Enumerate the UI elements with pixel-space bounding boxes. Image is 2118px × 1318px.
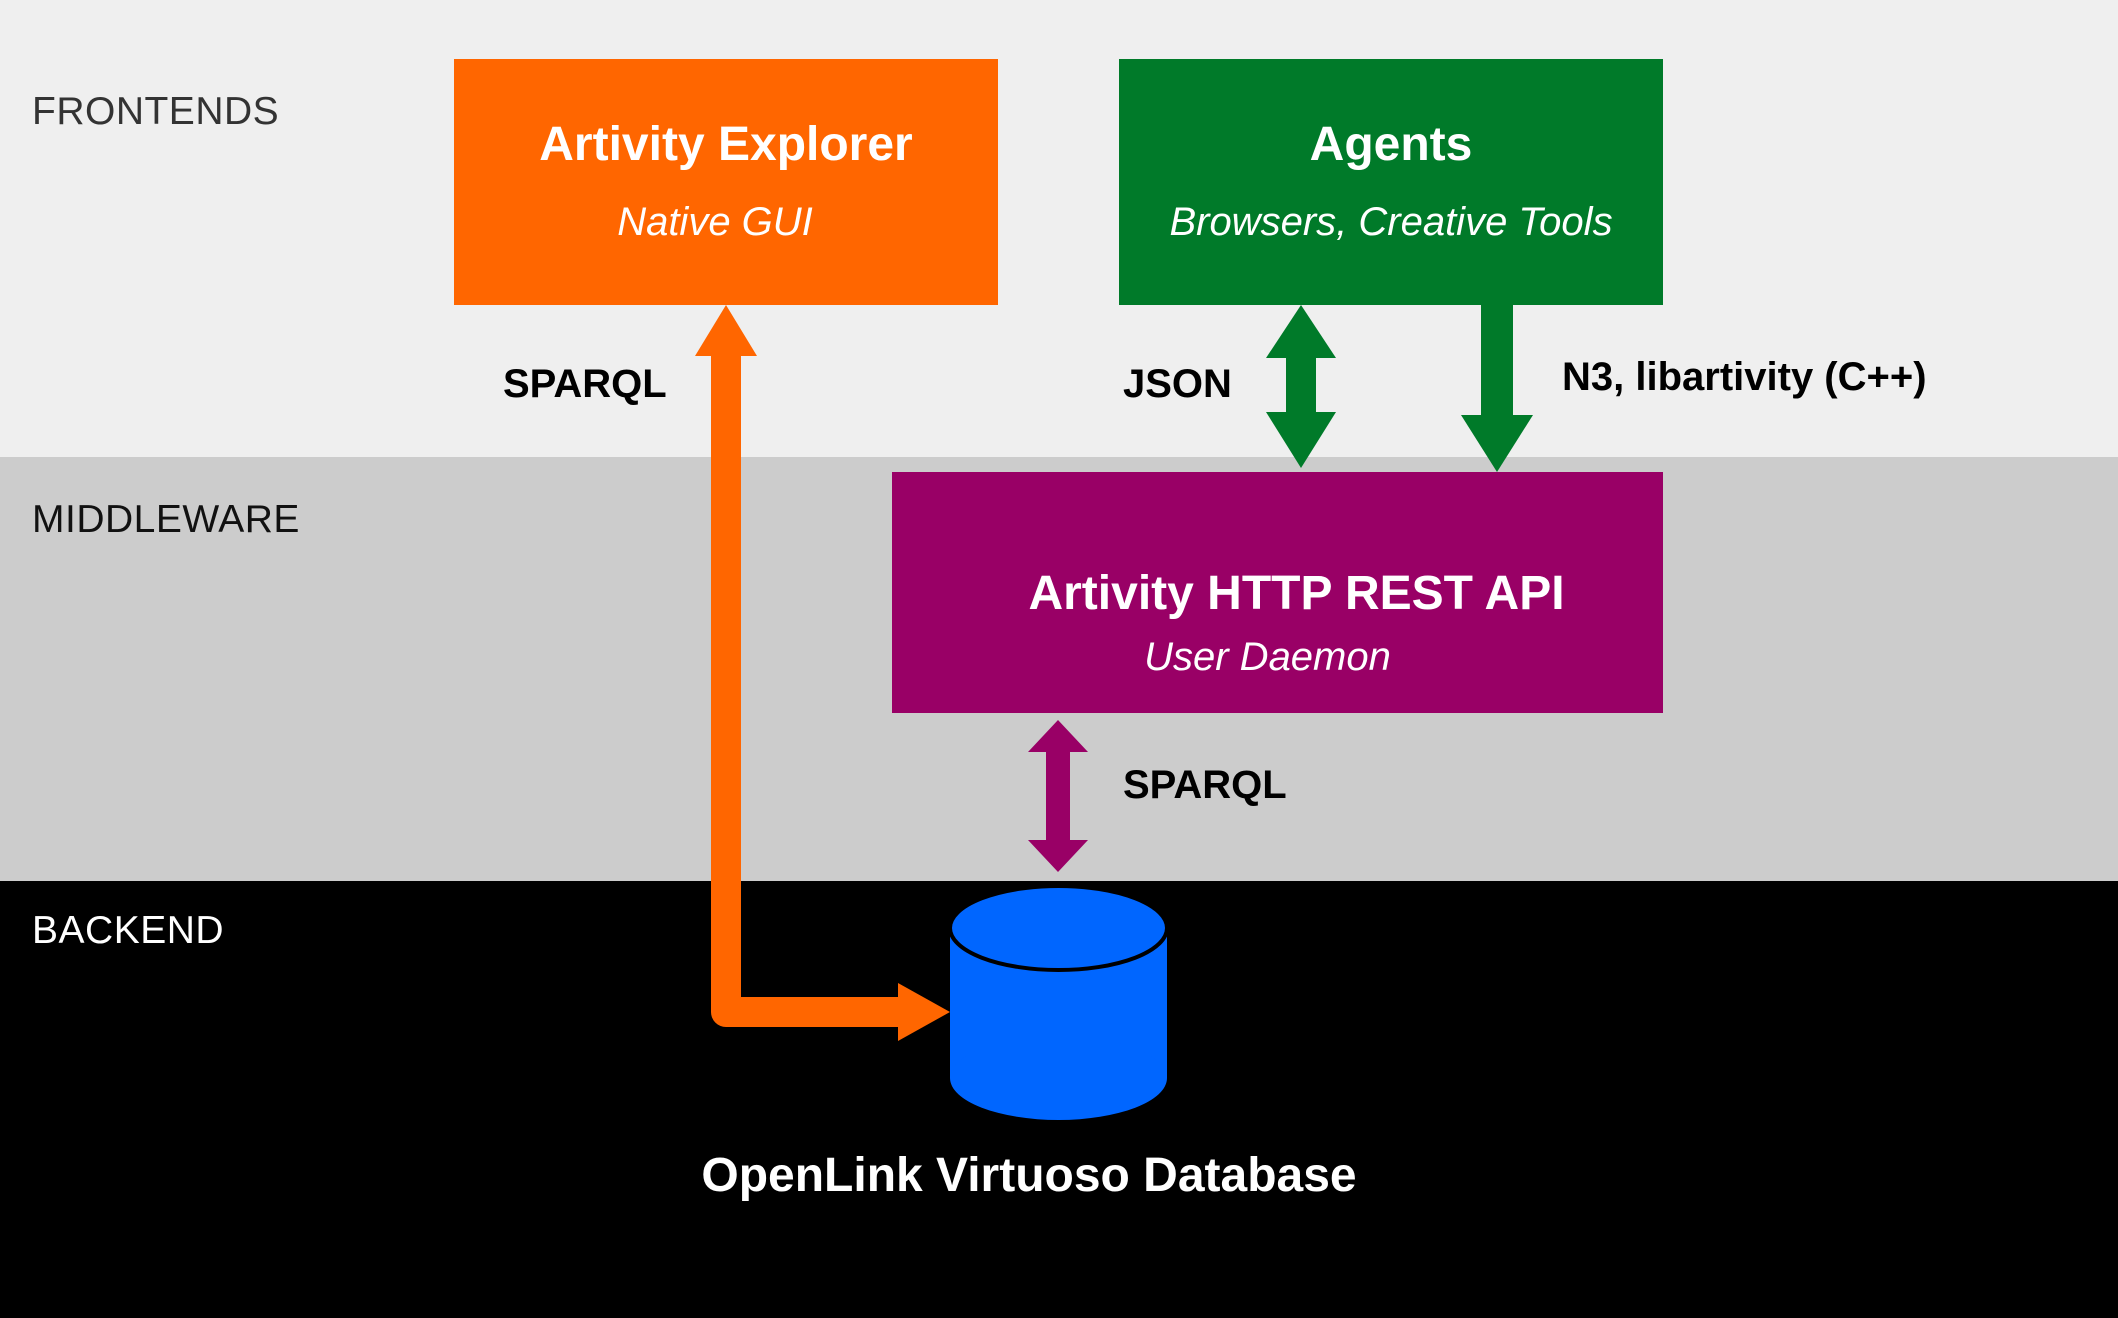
json-arrow-shaft: [1286, 355, 1316, 415]
database-arrowhead-right: [898, 983, 950, 1041]
rest-api-subtitle: User Daemon: [1144, 635, 1391, 679]
explorer-sparql-label: SPARQL: [503, 362, 667, 406]
explorer-title: Artivity Explorer: [539, 118, 913, 171]
json-arrowhead-up: [1266, 305, 1336, 358]
explorer-database-arrow: [711, 352, 904, 1027]
backend-label: BACKEND: [32, 909, 225, 952]
n3-libartivity-label: N3, libartivity (C++): [1562, 355, 1927, 399]
rest-api-box: Artivity HTTP REST API User Daemon: [892, 472, 1663, 713]
explorer-subtitle: Native GUI: [617, 200, 813, 244]
database-cylinder-icon: [948, 884, 1169, 1120]
explorer-arrowhead-up: [695, 305, 757, 356]
frontends-label: FRONTENDS: [32, 90, 280, 133]
json-label: JSON: [1123, 362, 1232, 406]
n3-arrowhead-down: [1461, 415, 1533, 472]
agents-box: Agents Browsers, Creative Tools: [1119, 59, 1663, 305]
frontends-layer: [0, 0, 2118, 457]
artivity-explorer-box: Artivity Explorer Native GUI: [454, 59, 998, 305]
n3-arrow-shaft: [1481, 303, 1513, 419]
middleware-label: MIDDLEWARE: [32, 498, 300, 541]
rest-api-title: Artivity HTTP REST API: [1028, 567, 1565, 620]
agents-title: Agents: [1309, 118, 1473, 171]
api-arrowhead-up: [1028, 720, 1088, 752]
json-arrowhead-down: [1266, 412, 1336, 468]
api-database-arrow-shaft: [1046, 745, 1070, 841]
agents-subtitle: Browsers, Creative Tools: [1169, 200, 1613, 244]
api-db-arrowhead-down: [1028, 840, 1088, 872]
database-label: OpenLink Virtuoso Database: [701, 1149, 1357, 1202]
api-sparql-label: SPARQL: [1123, 763, 1287, 807]
